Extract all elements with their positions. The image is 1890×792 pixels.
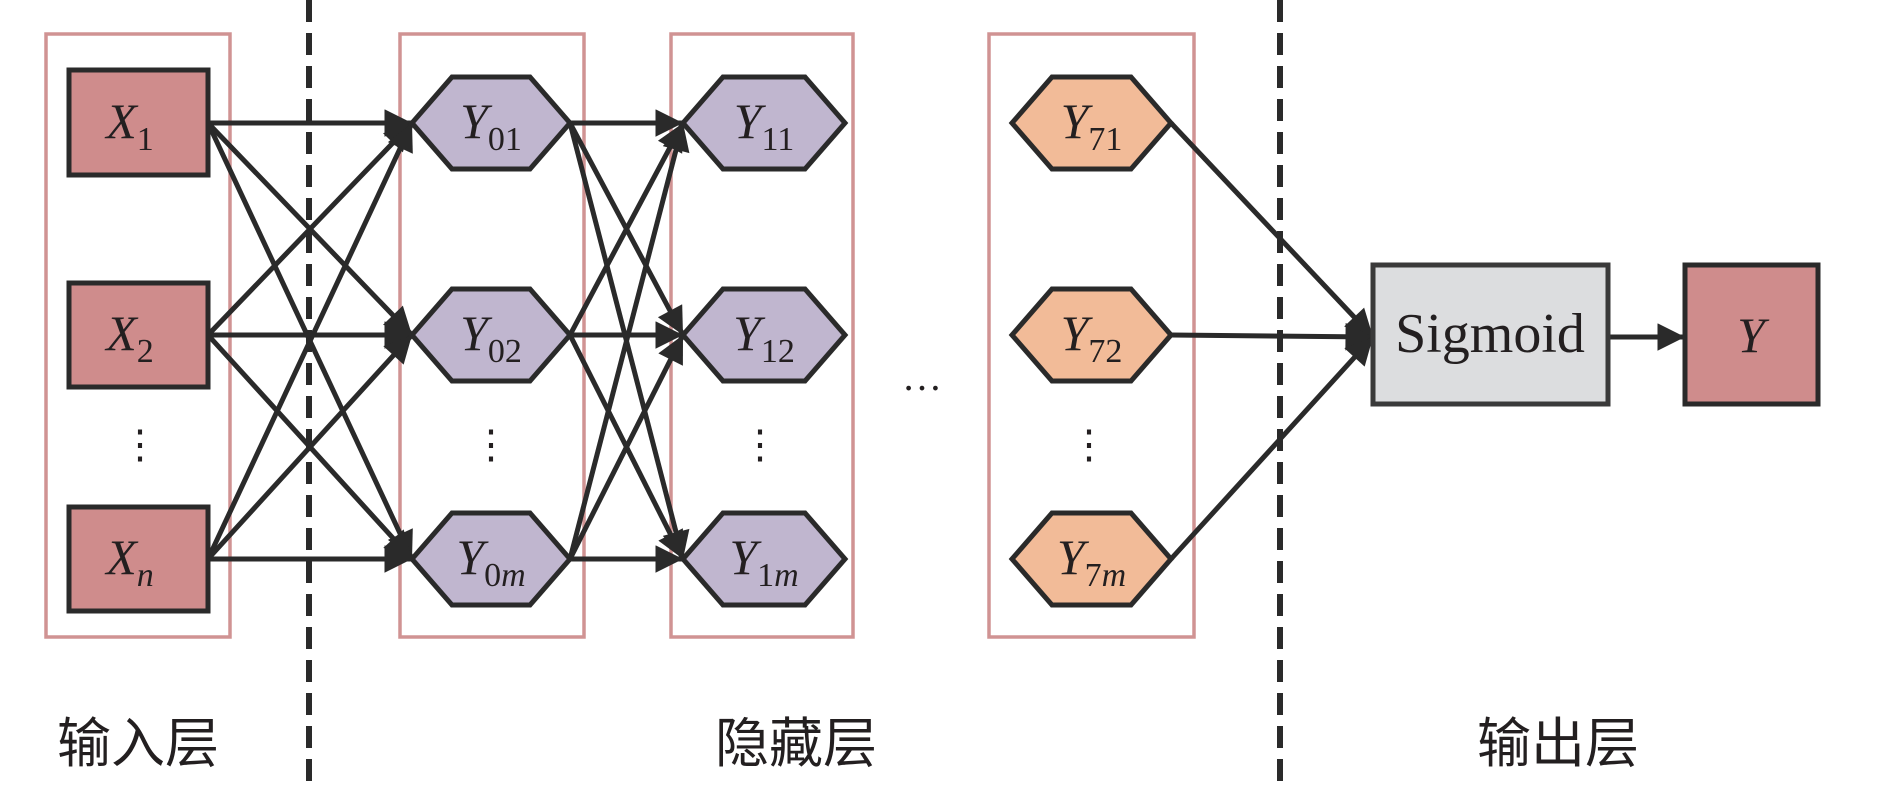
output-label: Y bbox=[1737, 307, 1770, 363]
input-layer-label: 输入层 bbox=[57, 712, 219, 775]
node-label: Y72 bbox=[1061, 305, 1123, 370]
output-layer-label: 输出层 bbox=[1477, 712, 1639, 775]
node-label: Y1m bbox=[729, 529, 798, 594]
hidden-node-y71: Y71 bbox=[1008, 74, 1175, 172]
hidden-node-y1m: Y1m bbox=[679, 510, 849, 608]
hexagon-shape bbox=[679, 286, 849, 384]
sigmoid-label: Sigmoid bbox=[1395, 303, 1585, 365]
edges bbox=[205, 109, 1685, 573]
node-label: Y7m bbox=[1057, 529, 1126, 594]
node-label: Y12 bbox=[733, 305, 795, 370]
hidden-node-y02: Y02 bbox=[408, 286, 574, 384]
hidden-vertical-ellipsis-1: ⋮ bbox=[740, 422, 780, 467]
input-node-x2: X2 bbox=[66, 280, 211, 390]
node-label: Y02 bbox=[460, 305, 522, 370]
input-node-x1: X1 bbox=[66, 67, 211, 178]
edge-arrow-y72-to-sigmoid bbox=[1170, 322, 1374, 351]
input-vertical-ellipsis: ⋮ bbox=[120, 422, 160, 467]
edge-arrow-xn-to-y02 bbox=[206, 333, 414, 561]
hexagon-shape bbox=[1008, 510, 1175, 608]
hexagon-shape bbox=[408, 286, 574, 384]
hidden-node-y0m: Y0m bbox=[408, 510, 574, 608]
sigmoid-node: Sigmoid bbox=[1370, 262, 1611, 407]
node-label: Y01 bbox=[460, 93, 522, 158]
hidden-vertical-ellipsis-7: ⋮ bbox=[1069, 422, 1109, 467]
hidden-columns-ellipsis: … bbox=[902, 354, 942, 399]
output-node-y: Y bbox=[1682, 262, 1821, 407]
node-label: X2 bbox=[104, 305, 154, 370]
hexagon-shape bbox=[1008, 74, 1175, 172]
edge-arrow-y7m-to-sigmoid bbox=[1169, 335, 1375, 561]
hidden-vertical-ellipsis-0: ⋮ bbox=[471, 422, 511, 467]
hexagon-shape bbox=[679, 510, 849, 608]
edge-arrow-y0m-to-y12 bbox=[567, 333, 686, 561]
node-label: Y71 bbox=[1061, 93, 1123, 158]
edge-arrow-y0m-to-y11 bbox=[567, 122, 690, 560]
edge-arrow-y02-to-y11 bbox=[567, 121, 686, 337]
hidden-node-y72: Y72 bbox=[1008, 286, 1175, 384]
hexagon-shape bbox=[408, 74, 574, 172]
edge-arrow-x2-to-y01 bbox=[206, 121, 414, 337]
hidden-layer-label: 隐藏层 bbox=[715, 712, 877, 775]
node-label: Y0m bbox=[456, 529, 525, 594]
node-label: Xn bbox=[104, 529, 154, 594]
edge-arrow-xn-to-y01 bbox=[205, 121, 415, 561]
hidden-node-y11: Y11 bbox=[679, 74, 849, 172]
hexagon-shape bbox=[679, 74, 849, 172]
hidden-node-y01: Y01 bbox=[408, 74, 574, 172]
hidden-node-y12: Y12 bbox=[679, 286, 849, 384]
hexagon-shape bbox=[1008, 286, 1175, 384]
hexagon-shape bbox=[408, 510, 574, 608]
node-label: X1 bbox=[104, 93, 154, 158]
hidden-node-y7m: Y7m bbox=[1008, 510, 1175, 608]
edge-arrow-y71-to-sigmoid bbox=[1169, 121, 1375, 339]
input-node-xn: Xn bbox=[66, 504, 211, 614]
node-label: Y11 bbox=[734, 93, 795, 158]
